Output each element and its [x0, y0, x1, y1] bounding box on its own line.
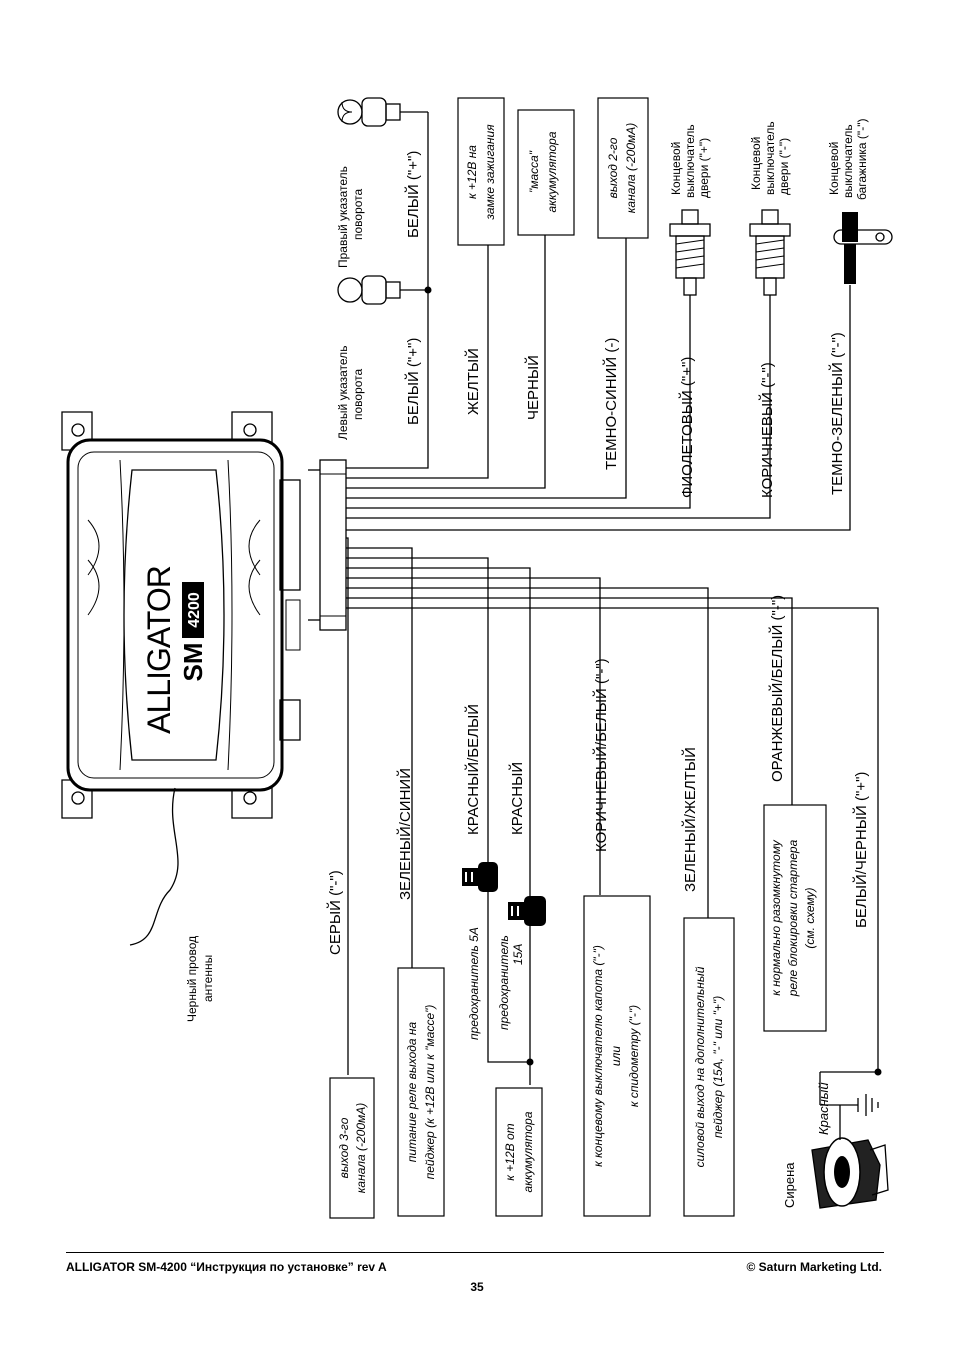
box-pager-output: силовой выход на дополнительный пейджер … [683, 917, 735, 1217]
fuse-5a-icon [462, 862, 498, 892]
wire-label-green-yellow: ЗЕЛЕНЫЙ/ЖЕЛТЫЙ [681, 747, 699, 892]
label-trunk-switch: Концевой выключатель багажника ("-") [827, 119, 869, 200]
svg-text:выключатель: выключатель [763, 121, 777, 195]
footer-copyright: © Saturn Marketing Ltd. [746, 1260, 882, 1274]
label-door-switch-plus: Концевой выключатель двери ("+") [669, 124, 711, 198]
wire-label-violet: ФИОЛЕТОВЫЙ ("+") [678, 357, 696, 498]
box-hood-switch: к концевому выключателю капота ("-") или… [583, 895, 651, 1217]
box-battery: к +12В от аккумулятора [495, 1087, 543, 1217]
wire-label-white-right: БЕЛЫЙ ("+") [404, 151, 422, 238]
svg-text:аккумулятора: аккумулятора [545, 131, 559, 212]
svg-text:двери ("-"): двери ("-") [777, 138, 791, 195]
box-ch3-output: выход 3-го канала (-200мА) [329, 1077, 375, 1219]
svg-text:предохранитель: предохранитель [497, 935, 511, 1030]
label-left-turn: Левый указатель поворота [336, 346, 365, 440]
wire-label-yellow: ЖЕЛТЫЙ [464, 348, 482, 415]
svg-text:"масса": "масса" [527, 150, 541, 193]
svg-text:Левый указатель: Левый указатель [336, 346, 350, 440]
label-fuse-15a: предохранитель 15А [497, 935, 525, 1030]
svg-text:канала (-200мА): канала (-200мА) [354, 1103, 368, 1194]
svg-text:Концевой: Концевой [749, 137, 763, 190]
label-fuse-5a: предохранитель 5А [467, 927, 481, 1040]
svg-text:(см. схему): (см. схему) [803, 887, 817, 948]
siren-icon [811, 1137, 889, 1209]
wire-label-dark-blue: ТЕМНО-СИНИЙ (-) [602, 338, 620, 470]
svg-text:антенны: антенны [201, 955, 215, 1002]
box-ignition: к +12В на замке зажигания [457, 97, 505, 246]
svg-text:замке зажигания: замке зажигания [483, 124, 497, 221]
svg-text:к спидометру ("-"): к спидометру ("-") [627, 1005, 641, 1107]
unit-brand: ALLIGATOR [141, 566, 177, 734]
svg-text:пейджер (15А, "-" или "+"): пейджер (15А, "-" или "+") [711, 996, 725, 1138]
label-door-switch-minus: Концевой выключатель двери ("-") [749, 121, 791, 195]
svg-text:пейджер (к +12В или к "массе"): пейджер (к +12В или к "массе") [423, 1005, 437, 1180]
svg-text:к +12В на: к +12В на [465, 145, 479, 199]
lower-wires [346, 537, 882, 1085]
door-switch-plus-icon [669, 209, 711, 296]
wire-label-gray: СЕРЫЙ ("-") [326, 870, 344, 955]
label-antenna: Черный провод антенны [185, 936, 215, 1022]
svg-text:двери ("+"): двери ("+") [697, 138, 711, 198]
alarm-unit: ALLIGATOR SM 4200 [61, 411, 301, 819]
svg-text:силовой выход на дополнительны: силовой выход на дополнительный [693, 966, 707, 1167]
unit-model-number: 4200 [186, 592, 203, 628]
svg-text:выход 2-го: выход 2-го [606, 137, 620, 198]
left-turn-lamp [337, 275, 401, 305]
svg-text:поворота: поворота [351, 368, 365, 420]
antenna-wire [129, 787, 179, 946]
svg-text:выход 3-го: выход 3-го [337, 1117, 351, 1178]
wire-label-red: КРАСНЫЙ [508, 762, 526, 835]
svg-text:выключатель: выключатель [841, 124, 855, 198]
wire-label-orange-white: ОРАНЖЕВЫЙ/БЕЛЫЙ ("-") [768, 595, 786, 782]
svg-text:канала (-200мА): канала (-200мА) [624, 123, 638, 214]
svg-text:Концевой: Концевой [669, 142, 683, 195]
box-ground: "масса" аккумулятора [517, 109, 575, 236]
label-right-turn: Правый указатель поворота [336, 166, 365, 268]
svg-text:Концевой: Концевой [827, 142, 841, 195]
svg-text:Правый указатель: Правый указатель [336, 166, 350, 268]
siren-ground-icon [819, 1072, 879, 1140]
box-starter-relay: к нормально разомкнутому реле блокировки… [763, 804, 827, 1032]
wire-label-white-left: БЕЛЫЙ ("+") [404, 338, 422, 425]
svg-text:реле блокировки стартера: реле блокировки стартера [786, 839, 800, 997]
wire-label-black: ЧЕРНЫЙ [524, 355, 542, 420]
wire-label-dark-green: ТЕМНО-ЗЕЛЕНЫЙ ("-") [828, 332, 846, 495]
wire-connector [308, 459, 347, 631]
svg-text:к нормально разомкнутому: к нормально разомкнутому [769, 839, 783, 996]
svg-text:поворота: поворота [351, 188, 365, 240]
unit-model: SM [178, 643, 208, 682]
label-siren-red-wire: Красный [816, 1082, 831, 1135]
box-pager-power: питание реле выхода на пейджер (к +12В и… [397, 967, 445, 1217]
svg-text:к концевому выключателю капота: к концевому выключателю капота ("-") [591, 945, 605, 1167]
svg-text:15А: 15А [511, 944, 525, 965]
footer-title: ALLIGATOR SM-4200 “Инструкция по установ… [66, 1260, 387, 1274]
svg-text:Черный провод: Черный провод [185, 936, 199, 1022]
label-siren: Сирена [782, 1162, 797, 1208]
wire-label-brown-white: КОРИЧНЕВЫЙ/БЕЛЫЙ ("-") [592, 658, 610, 852]
wire-label-red-white: КРАСНЫЙ/БЕЛЫЙ [464, 704, 482, 835]
wire-label-green-blue: ЗЕЛЕНЫЙ/СИНИЙ [396, 768, 414, 900]
svg-text:к +12В от: к +12В от [503, 1123, 517, 1180]
svg-text:выключатель: выключатель [683, 124, 697, 198]
door-switch-minus-icon [749, 209, 791, 296]
fuse-15a-icon [508, 896, 546, 926]
svg-text:или: или [609, 1046, 623, 1066]
wire-label-brown: КОРИЧНЕВЫЙ ("-") [758, 362, 776, 498]
page-number: 35 [470, 1280, 484, 1294]
svg-text:питание реле выхода на: питание реле выхода на [405, 1021, 419, 1162]
wire-label-white-black: БЕЛЫЙ/ЧЕРНЫЙ ("+") [852, 772, 870, 928]
svg-text:аккумулятора: аккумулятора [521, 1111, 535, 1192]
box-ch2-output: выход 2-го канала (-200мА) [597, 97, 649, 239]
upper-wires [346, 111, 851, 531]
svg-text:багажника ("-"): багажника ("-") [855, 119, 869, 200]
trunk-switch-icon [833, 212, 893, 284]
footer-divider [66, 1252, 884, 1253]
right-turn-lamp [337, 97, 401, 127]
